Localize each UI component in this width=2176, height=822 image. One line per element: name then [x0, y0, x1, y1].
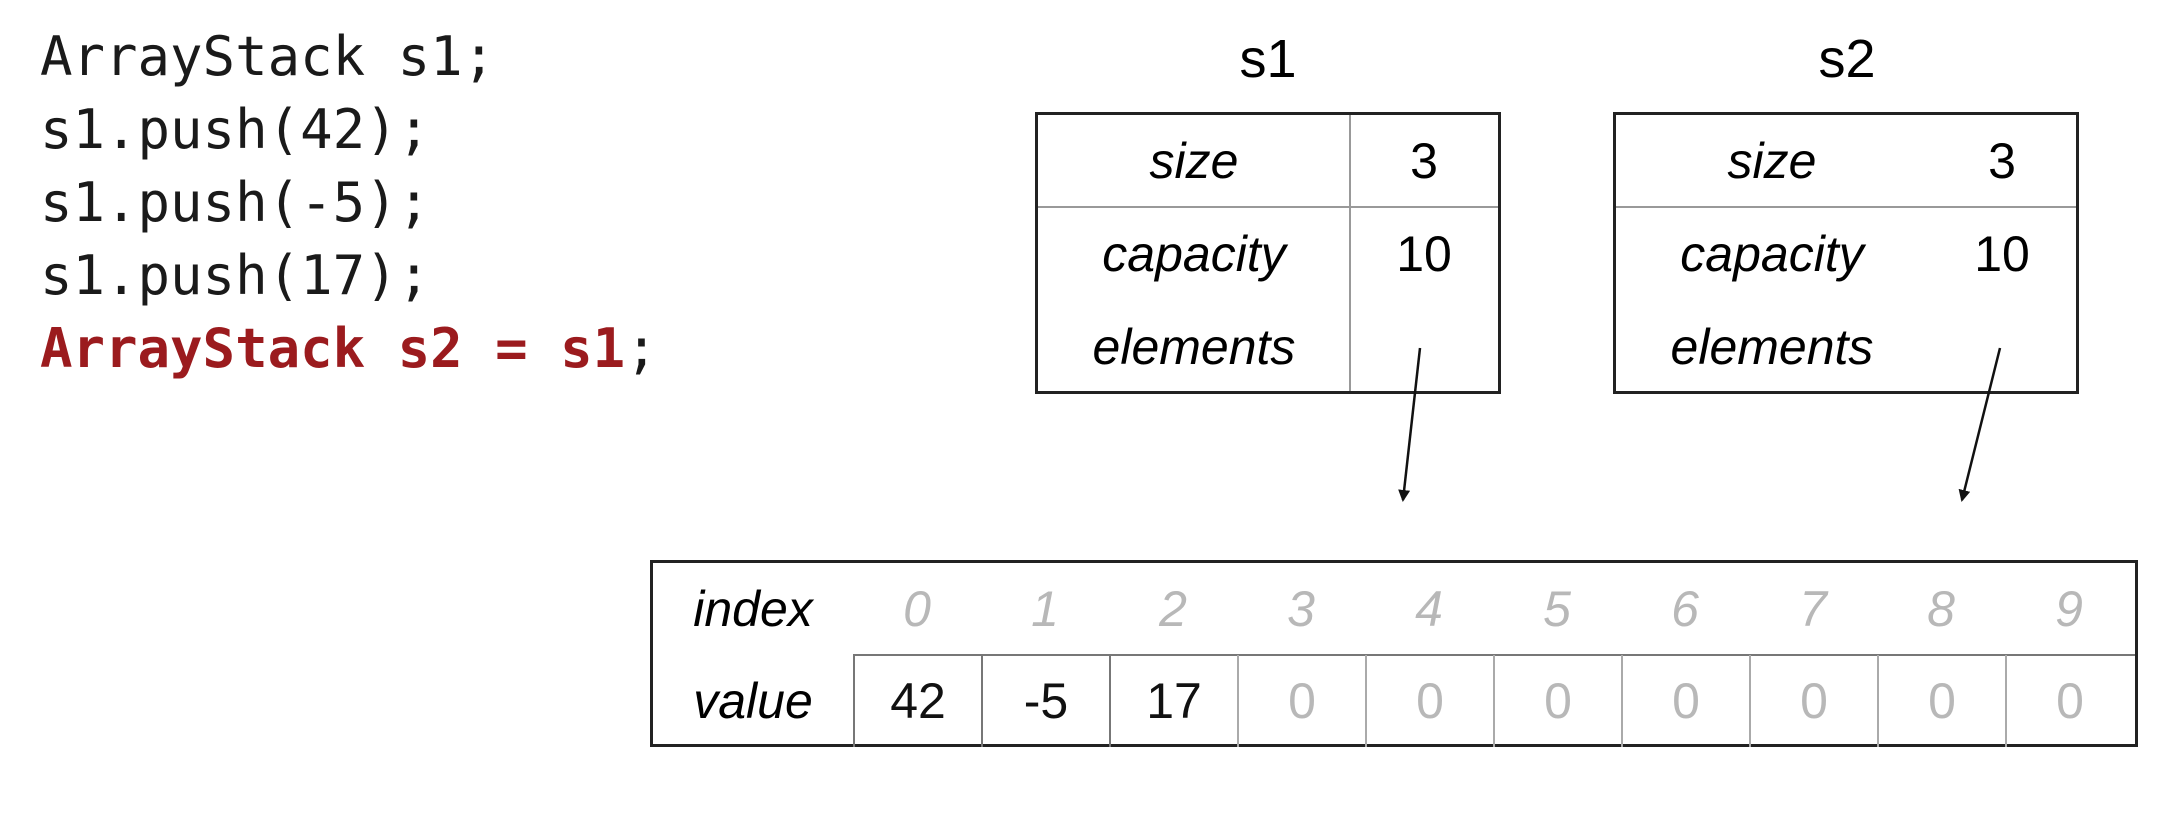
code-semicolon: ; — [625, 317, 658, 380]
size-label: size — [1149, 133, 1239, 189]
array-index: 6 — [1671, 581, 1699, 637]
array-cell: 42 — [853, 655, 981, 747]
array-index: 1 — [1031, 581, 1059, 637]
object-title-s2: s2 — [1818, 29, 1876, 89]
code-line: s1.push(-5); — [40, 171, 431, 234]
object-box-s1: size 3 capacity 10 elements — [1035, 112, 1501, 394]
array-cell: 0 — [2005, 655, 2133, 747]
elements-label: elements — [1092, 319, 1296, 375]
size-value: 3 — [1410, 133, 1438, 189]
highlighted-code: ArrayStack s2 = s1 — [40, 317, 626, 380]
array-cell: 0 — [1493, 655, 1621, 747]
array-index: 5 — [1543, 581, 1571, 637]
code-line: s1.push(17); — [40, 244, 431, 307]
array-cell: 0 — [1749, 655, 1877, 747]
code-line: s1.push(42); — [40, 98, 431, 161]
array-index: 0 — [903, 581, 931, 637]
elements-row: elements — [1038, 301, 1498, 394]
column-divider — [1349, 115, 1351, 391]
elements-label: elements — [1670, 319, 1874, 375]
size-row: size 3 — [1038, 115, 1498, 208]
array-table: index value 0 1 2 3 4 5 6 7 8 9 42 -5 17… — [650, 560, 2138, 747]
array-index: 4 — [1415, 581, 1443, 637]
capacity-value: 10 — [1396, 226, 1452, 282]
size-row: size 3 — [1616, 115, 2076, 208]
value-row-label: value — [693, 673, 813, 729]
index-row-label: index — [693, 581, 813, 637]
row-divider — [1038, 206, 1498, 208]
array-cell: 17 — [1109, 655, 1237, 747]
capacity-row: capacity 10 — [1616, 208, 2076, 301]
code-listing: ArrayStack s1; s1.push(42); s1.push(-5);… — [40, 20, 658, 385]
array-index: 8 — [1927, 581, 1955, 637]
capacity-label: capacity — [1680, 226, 1864, 282]
row-divider — [1616, 206, 2076, 208]
capacity-value: 10 — [1974, 226, 2030, 282]
size-value: 3 — [1988, 133, 2016, 189]
size-label: size — [1727, 133, 1817, 189]
code-line: ArrayStack s1; — [40, 25, 496, 88]
array-cell: 0 — [1365, 655, 1493, 747]
s2-elements-arrow — [1958, 347, 2002, 502]
capacity-row: capacity 10 — [1038, 208, 1498, 301]
array-index: 7 — [1799, 581, 1827, 637]
object-box-s2: size 3 capacity 10 elements — [1613, 112, 2079, 394]
code-line-highlighted: ArrayStack s2 = s1; — [40, 312, 658, 385]
array-index: 9 — [2055, 581, 2083, 637]
object-title-s1: s1 — [1239, 29, 1297, 89]
capacity-label: capacity — [1102, 226, 1286, 282]
array-cell: 0 — [1877, 655, 2005, 747]
array-cell: -5 — [981, 655, 1109, 747]
array-index: 2 — [1159, 581, 1187, 637]
array-index: 3 — [1287, 581, 1315, 637]
array-cell: 0 — [1621, 655, 1749, 747]
array-cell: 0 — [1237, 655, 1365, 747]
s1-elements-arrow — [1398, 347, 1422, 502]
elements-row: elements — [1616, 301, 2076, 394]
